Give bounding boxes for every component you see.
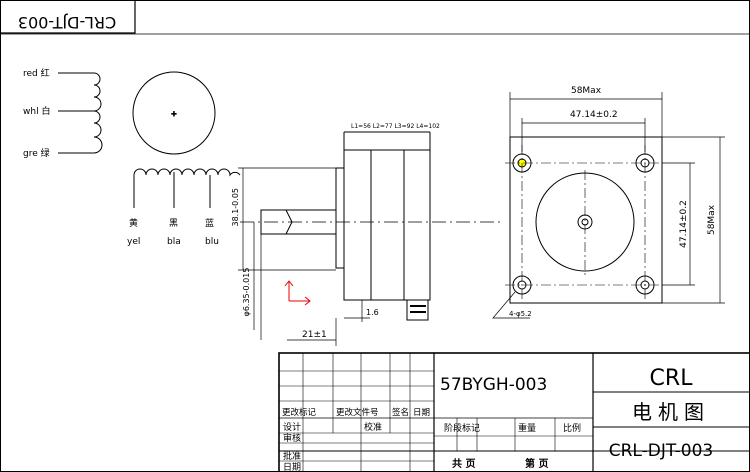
side-axis-marker — [284, 280, 311, 306]
role-approve: 批准 — [283, 450, 301, 462]
lead-black-cn: 黑 — [169, 218, 178, 229]
page-number: 第 页 — [525, 457, 548, 470]
hole-pitch-v-label: 47.14±0.2 — [679, 200, 689, 248]
weight-header: 重量 — [518, 422, 536, 434]
side-view — [238, 131, 500, 346]
lead-black-en: bla — [167, 237, 181, 247]
title-block — [278, 352, 750, 472]
flange-thk-label: 1.6 — [366, 308, 379, 317]
height-max-label: 58Max — [707, 204, 717, 235]
model-label: 57BYGH-003 — [440, 375, 547, 395]
lead-blue-en: blu — [205, 237, 219, 247]
lead-yellow-en: yel — [127, 237, 140, 247]
lead-white-label: whl 白 — [23, 105, 50, 117]
lead-yellow-cn: 黄 — [129, 217, 138, 229]
rev-header-4: 日期 — [413, 408, 430, 418]
role-date: 日期 — [283, 462, 301, 472]
rev-header-3: 签名 — [392, 407, 409, 418]
wiring-diagram: red 红 whl 白 gre 绿 黄 黑 蓝 yel bla blu + — [23, 67, 241, 247]
cable-exit — [406, 299, 429, 321]
boss-dia-label: 38.1-0.05 — [231, 188, 240, 227]
check-label: 校准 — [364, 421, 382, 433]
winding-a-labels: red 红 whl 白 gre 绿 — [23, 67, 50, 159]
role-review: 审核 — [283, 432, 301, 444]
rotor-center-mark: + — [171, 110, 177, 118]
winding-b-labels: 黄 黑 蓝 yel bla blu — [127, 217, 219, 247]
shaft-len-label: 21±1 — [302, 330, 327, 340]
front-view — [492, 92, 725, 319]
winding-a — [58, 72, 103, 154]
lead-blue-cn: 蓝 — [205, 217, 214, 229]
lead-red-label: red 红 — [23, 67, 50, 79]
lead-green-label: gre 绿 — [23, 147, 50, 159]
corner-code: CRL-DJT-003 — [18, 13, 116, 32]
hole-note-label: 4-φ5.2 — [509, 310, 532, 318]
flange-square — [509, 136, 663, 304]
company-label: CRL — [650, 366, 694, 391]
boss — [335, 167, 345, 269]
title-block-text: 57BYGH-003 CRL 电机图 CRL-DJT-003 更改标记 更改文件… — [282, 366, 713, 472]
rev-header-2: 更改文件号 — [336, 407, 379, 418]
hole-pitch-h-label: 47.14±0.2 — [570, 110, 618, 120]
stage-header: 阶段标记 — [444, 422, 480, 434]
rotor-circle: + — [132, 71, 216, 155]
rev-header-1: 更改标记 — [282, 407, 317, 418]
motor-body — [343, 149, 431, 301]
role-design: 设计 — [283, 421, 301, 433]
drawing-name: 电机图 — [632, 400, 710, 424]
drawing-no: CRL-DJT-003 — [609, 441, 714, 461]
scale-header: 比例 — [563, 422, 581, 434]
shaft-dia-label: φ6.35-0.015 — [242, 268, 251, 317]
total-pages: 共 页 — [452, 457, 475, 470]
width-max-label: 58Max — [571, 86, 602, 96]
winding-b — [133, 168, 241, 208]
lengths-label: L1=56 L2=77 L3=92 L4=102 — [351, 123, 440, 130]
